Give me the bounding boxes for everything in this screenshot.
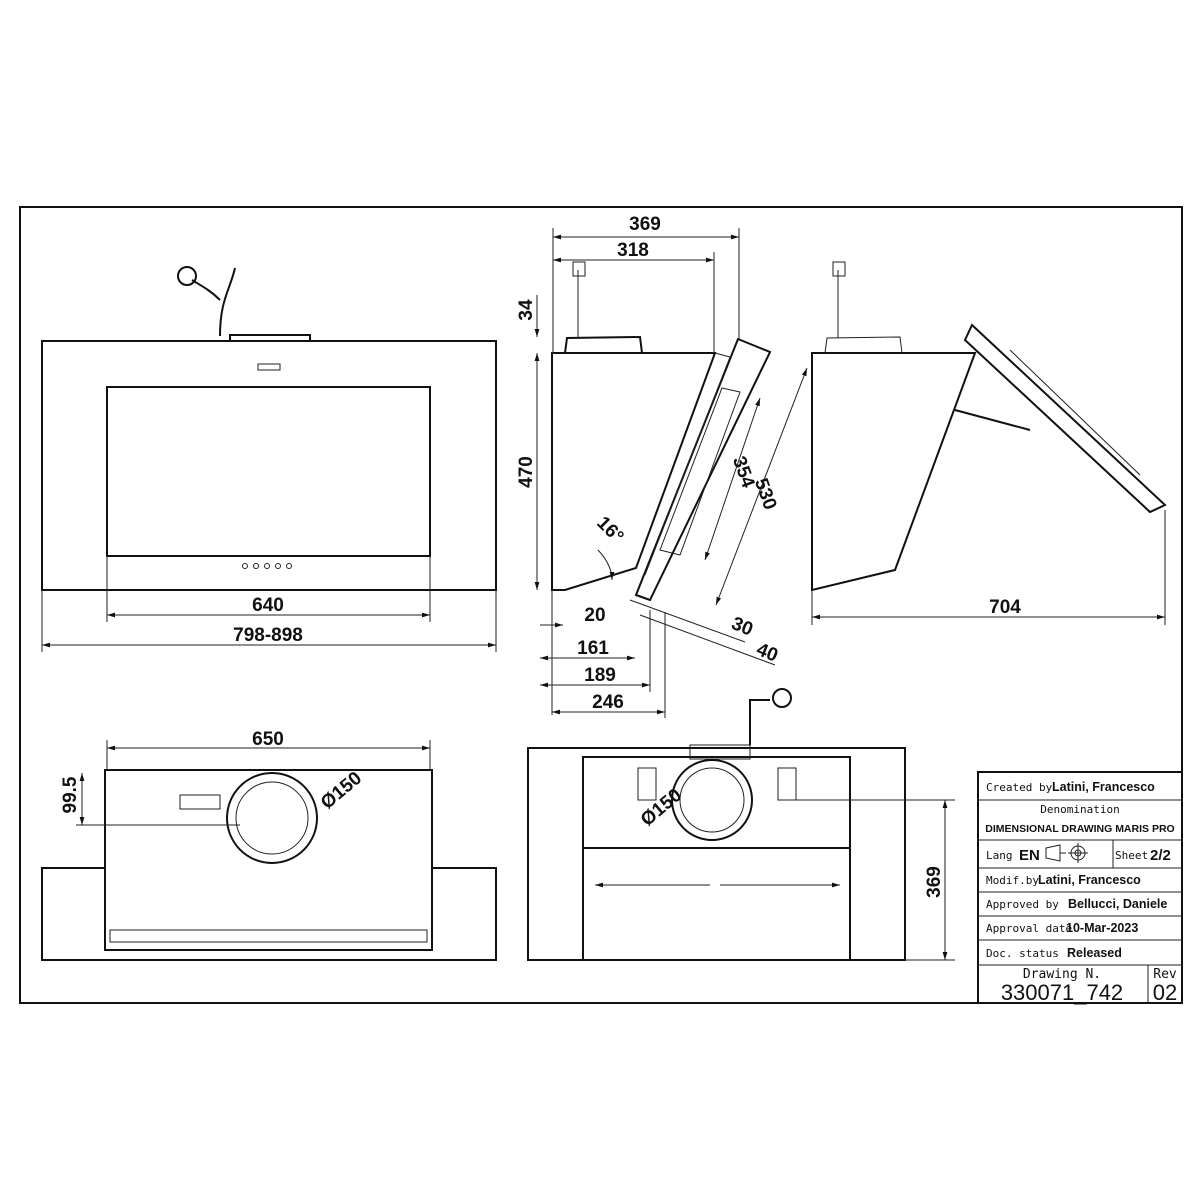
approved-by-label: Approved by <box>986 898 1059 911</box>
control-buttons <box>242 563 292 569</box>
projection-symbol-icon <box>1045 843 1088 863</box>
dim-40: 40 <box>753 639 780 666</box>
drawing-number-value: 330071_742 <box>1001 980 1123 1005</box>
dim-161: 161 <box>577 638 609 659</box>
dim-369-back: 369 <box>924 866 945 898</box>
dim-angle: 16° <box>592 513 627 548</box>
sheet-border <box>19 206 1183 1004</box>
sheet-value: 2/2 <box>1150 847 1171 864</box>
dim-20: 20 <box>584 605 605 626</box>
doc-status-value: Released <box>1067 946 1122 960</box>
title-block: Created by Latini, Francesco Denominatio… <box>977 771 1183 1005</box>
open-side-view: 704 <box>811 261 1167 625</box>
lang-value: EN <box>1019 847 1040 864</box>
modif-by-value: Latini, Francesco <box>1038 873 1141 887</box>
created-by-label: Created by <box>986 781 1053 794</box>
dim-189: 189 <box>584 665 616 686</box>
dim-704: 704 <box>989 597 1021 618</box>
created-by-value: Latini, Francesco <box>1052 780 1155 794</box>
drawing-number-label: Drawing N. <box>1023 967 1101 982</box>
side-view: 369 318 34 470 354 530 16° 30 40 20 161 … <box>516 214 808 718</box>
dim-470: 470 <box>516 456 537 488</box>
dim-530: 530 <box>750 476 781 513</box>
dim-30: 30 <box>728 613 755 640</box>
dim-overall-width: 798-898 <box>233 625 303 646</box>
approved-by-value: Bellucci, Daniele <box>1068 897 1167 911</box>
lang-label: Lang <box>986 849 1013 862</box>
rev-label: Rev <box>1153 967 1177 982</box>
rev-value: 02 <box>1153 980 1177 1005</box>
dim-650: 650 <box>252 729 284 750</box>
doc-status-label: Doc. status <box>986 947 1059 960</box>
dim-369: 369 <box>629 214 661 235</box>
dim-640: 640 <box>252 595 284 616</box>
front-view: 640 798-898 <box>41 266 497 652</box>
denomination-value: DIMENSIONAL DRAWING MARIS PRO <box>985 823 1174 835</box>
back-view: 369 Ø150 <box>527 688 955 961</box>
modif-by-label: Modif.by <box>986 874 1039 887</box>
denomination-label: Denomination <box>1040 803 1119 816</box>
dim-34: 34 <box>516 299 537 321</box>
bottom-view: 650 99.5 Ø150 <box>41 729 497 961</box>
dim-318: 318 <box>617 240 649 261</box>
sheet-label: Sheet <box>1115 849 1148 862</box>
dim-99-5: 99.5 <box>60 776 81 813</box>
dim-246: 246 <box>592 692 624 713</box>
approval-date-label: Approval date <box>986 922 1072 935</box>
approval-date-value: 10-Mar-2023 <box>1066 921 1138 935</box>
